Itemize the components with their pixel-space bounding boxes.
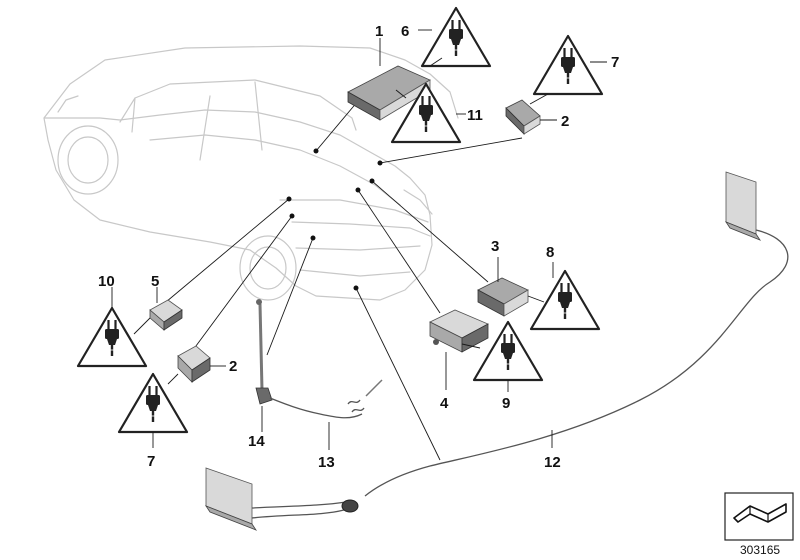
part-5-sensor[interactable] <box>133 287 183 335</box>
callout-4: 4 <box>440 395 449 412</box>
part-14-antenna[interactable] <box>255 299 273 432</box>
callout-7-lower: 7 <box>147 453 155 470</box>
callout-9: 9 <box>502 395 510 412</box>
warning-triangle-11 <box>390 82 462 144</box>
part-1-control-unit[interactable] <box>347 38 431 121</box>
callout-labels: 1 6 7 11 2 3 8 10 5 2 4 9 14 13 12 7 <box>98 23 619 471</box>
warning-triangle-6 <box>420 6 492 68</box>
part-3-module[interactable] <box>477 257 545 317</box>
document-number: 303165 <box>740 543 780 557</box>
warning-triangle-8 <box>529 269 601 331</box>
part-4-control-box[interactable] <box>429 309 489 390</box>
callout-2-upper: 2 <box>561 113 569 130</box>
part-13-cable[interactable] <box>269 379 383 450</box>
callout-5: 5 <box>151 273 159 290</box>
callout-14: 14 <box>248 433 265 450</box>
callout-7-upper: 7 <box>611 54 619 71</box>
callout-3: 3 <box>491 238 499 255</box>
callout-12: 12 <box>544 454 561 471</box>
callout-11: 11 <box>467 107 483 124</box>
callout-2-lower: 2 <box>229 358 237 375</box>
callout-10: 10 <box>98 273 115 290</box>
warning-triangle-10 <box>76 306 148 368</box>
callout-1: 1 <box>375 23 383 40</box>
leader-lines <box>159 100 523 461</box>
part-2-bracket-upper[interactable] <box>505 99 557 135</box>
callout-13: 13 <box>318 454 335 471</box>
page-navigation[interactable]: 303165 <box>724 492 794 557</box>
callout-8: 8 <box>546 244 554 261</box>
part-2-bracket-lower[interactable] <box>167 345 226 385</box>
warning-triangle-7-lower <box>117 372 189 434</box>
car-outline <box>43 45 459 301</box>
warning-triangle-7-upper <box>532 34 604 96</box>
part-12-cable-assembly[interactable] <box>204 171 789 531</box>
callout-6: 6 <box>401 23 409 40</box>
folded-arrow-icon <box>733 503 787 523</box>
